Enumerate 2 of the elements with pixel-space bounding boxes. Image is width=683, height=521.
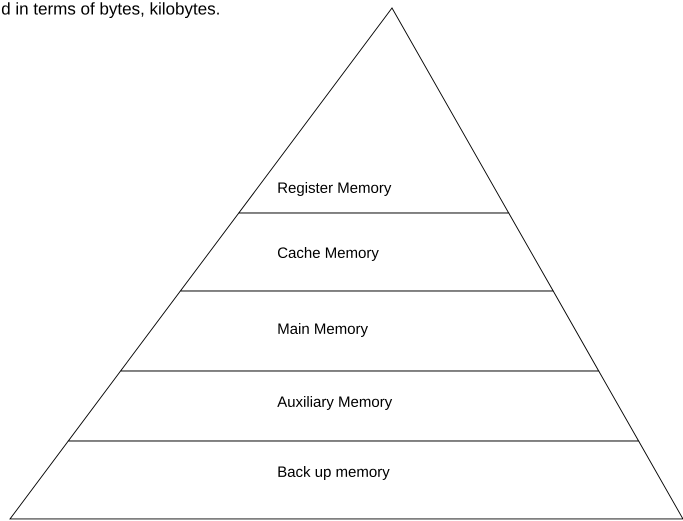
heading-text: d in terms of bytes, kilobytes. <box>2 2 219 18</box>
pyramid-layer: Cache Memory <box>180 212 554 292</box>
